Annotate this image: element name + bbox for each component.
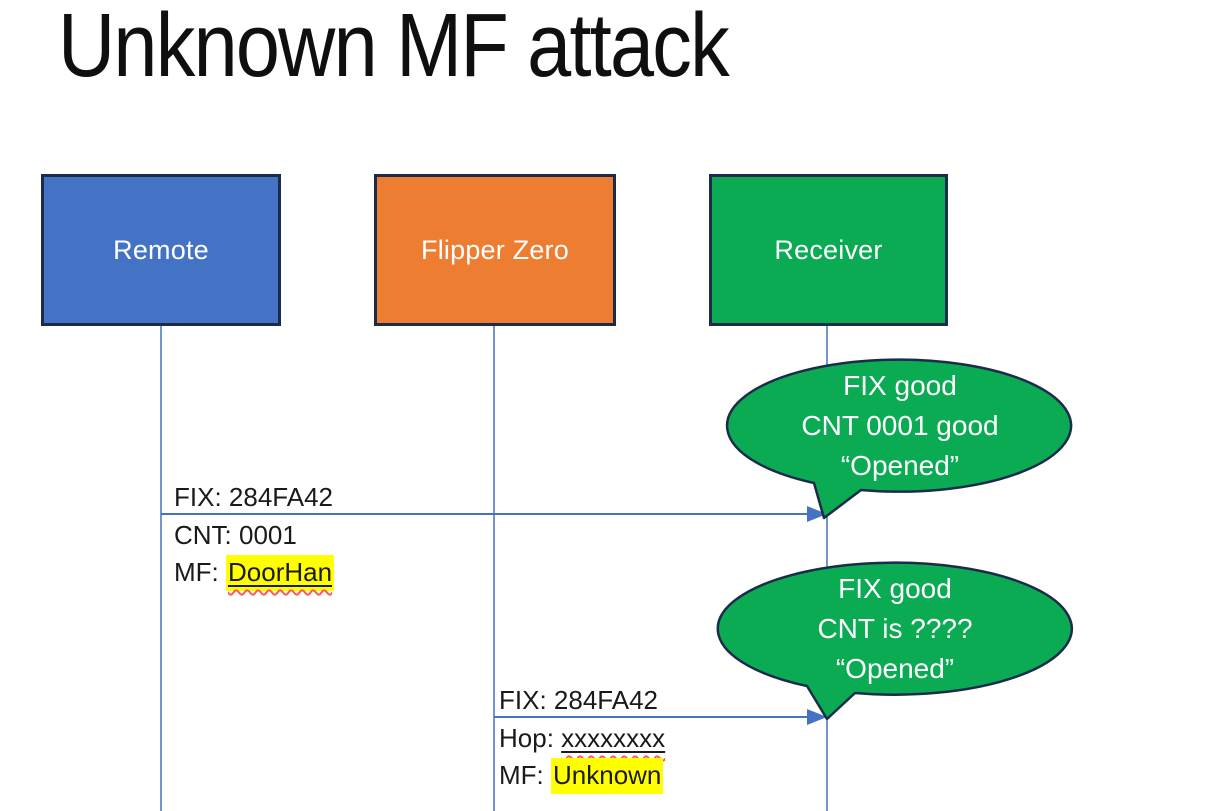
message-2-fix: FIX: 284FA42	[499, 685, 658, 715]
actor-label-remote: Remote	[113, 234, 209, 265]
message-2-mf: MF: Unknown	[499, 757, 665, 794]
message-arrow-1-head	[807, 506, 827, 522]
callout-bubble-1	[725, 358, 1073, 520]
message-2-hop: Hop: xxxxxxxx	[499, 720, 665, 757]
message-1-mf-highlight: DoorHan	[226, 555, 335, 591]
message-2-hop-value: xxxxxxxx	[561, 723, 666, 753]
callout-1-line-3: “Opened”	[840, 450, 960, 481]
message-2-mf-value: Unknown	[551, 758, 664, 794]
message-1-fix: FIX: 284FA42	[174, 482, 333, 512]
actor-box-flipper-zero: Flipper Zero	[374, 174, 616, 326]
actor-label-receiver: Receiver	[774, 234, 883, 265]
message-1-label-above: FIX: 284FA42	[174, 480, 333, 514]
callout-2-text: FIX good CNT is ???? “Opened”	[718, 569, 1072, 689]
message-2-label-above: FIX: 284FA42	[499, 683, 658, 717]
message-1-cnt: CNT: 0001	[174, 520, 297, 550]
actor-box-receiver: Receiver	[709, 174, 948, 326]
message-2-label-below: Hop: xxxxxxxx MF: Unknown	[499, 720, 665, 794]
actor-box-remote: Remote	[41, 174, 281, 326]
message-2-hop-squiggle: xxxxxxxx	[561, 723, 665, 753]
callout-2-line-2: CNT is ????	[817, 613, 973, 644]
message-1-mf-value: DoorHan	[228, 557, 333, 587]
slide-title: Unknown MF attack	[58, 0, 730, 96]
callout-2-line-1: FIX good	[838, 573, 952, 604]
callout-1-line-2: CNT 0001 good	[801, 410, 999, 441]
callout-2-line-3: “Opened”	[835, 653, 955, 684]
message-2-mf-prefix: MF:	[499, 760, 551, 790]
message-1-label-below: CNT: 0001 MF: DoorHan	[174, 517, 335, 591]
actor-label-flipper-zero: Flipper Zero	[421, 234, 569, 265]
message-arrow-2-head	[807, 709, 827, 725]
message-1-mf-prefix: MF:	[174, 557, 226, 587]
callout-1-line-1: FIX good	[843, 370, 957, 401]
callout-bubble-2	[716, 561, 1074, 721]
message-2-hop-prefix: Hop:	[499, 723, 562, 753]
callout-1-text: FIX good CNT 0001 good “Opened”	[728, 366, 1072, 486]
message-1-mf: MF: DoorHan	[174, 554, 335, 591]
